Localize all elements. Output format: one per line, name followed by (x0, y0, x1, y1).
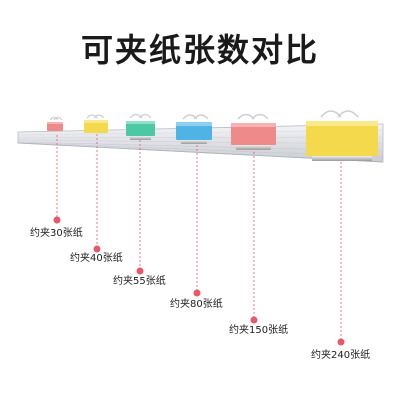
capacity-label-5: 约夹150张纸 (229, 325, 289, 336)
guide-lines (56, 134, 342, 339)
binder-clip-4 (176, 114, 212, 144)
marker-dots (53, 216, 345, 346)
capacity-label-4: 约夹80张纸 (170, 299, 223, 310)
binder-clip-3 (126, 113, 155, 140)
binder-clip-6 (306, 110, 378, 161)
binder-clip-1 (47, 116, 63, 131)
capacity-label-3: 约夹55张纸 (113, 276, 166, 287)
binder-clip-2 (84, 114, 108, 133)
binder-clip-5 (231, 113, 276, 150)
capacity-label-1: 约夹30张纸 (30, 228, 83, 239)
page-title: 可夹纸张数对比 (80, 31, 319, 69)
capacity-label-6: 约夹240张纸 (311, 350, 371, 361)
capacity-label-2: 约夹40张纸 (70, 253, 123, 264)
